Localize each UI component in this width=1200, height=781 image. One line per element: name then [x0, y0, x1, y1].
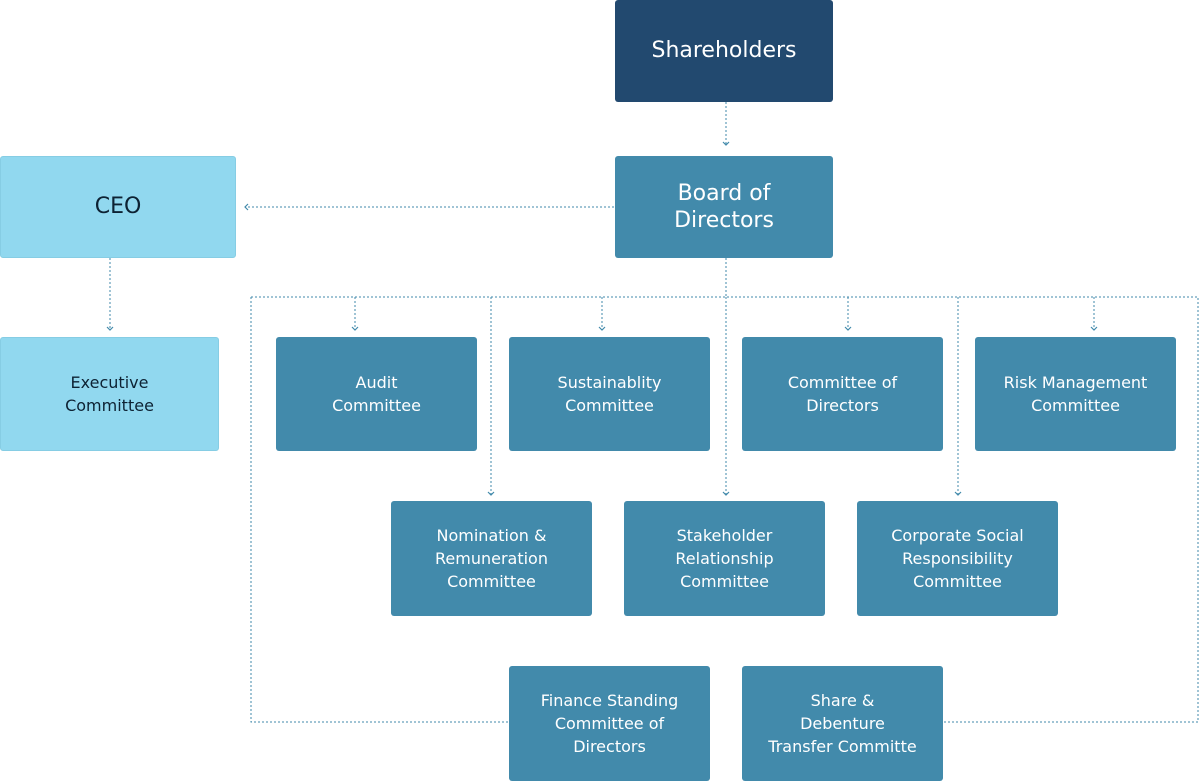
node-executive-committee: Executive Committee [0, 337, 219, 451]
node-audit-committee: Audit Committee [276, 337, 477, 451]
node-share-debenture-transfer-committee: Share & Debenture Transfer Committe [742, 666, 943, 781]
committee-bus-frame [250, 296, 1199, 723]
node-sustainability-committee: Sustainablity Committee [509, 337, 710, 451]
node-committee-of-directors: Committee of Directors [742, 337, 943, 451]
node-nomination-remuneration-committee: Nomination & Remuneration Committee [391, 501, 592, 616]
node-csr-committee: Corporate Social Responsibility Committe… [857, 501, 1058, 616]
node-stakeholder-relationship-committee: Stakeholder Relationship Committee [624, 501, 825, 616]
node-board-of-directors: Board of Directors [615, 156, 833, 258]
node-shareholders: Shareholders [615, 0, 833, 102]
node-ceo: CEO [0, 156, 236, 258]
node-finance-standing-committee: Finance Standing Committee of Directors [509, 666, 710, 781]
node-risk-management-committee: Risk Management Committee [975, 337, 1176, 451]
